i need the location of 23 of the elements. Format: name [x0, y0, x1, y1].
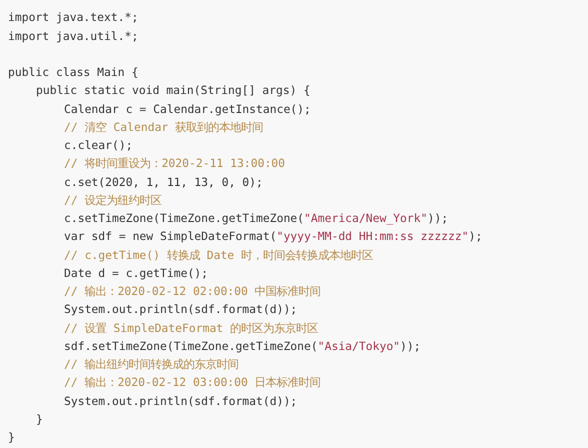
code-line: c.set(2020, 1, 11, 13, 0, 0);	[64, 174, 263, 190]
code-comment: // 输出：2020-02-12 03:00:00 日本标准时间	[64, 374, 321, 390]
code-line: System.out.println(sdf.format(d));	[64, 392, 298, 408]
code-comment: // c.getTime() 转换成 Date 时，时间会转换成本地时区	[64, 246, 374, 262]
code-line: var sdf = new SimpleDateFormat("yyyy-MM-dd HH:mm:ss zzzzzz");	[64, 228, 482, 244]
code-line: sdf.setTimeZone(TimeZone.getTimeZone("Asia/Tokyo"));	[64, 338, 421, 354]
code-line: Calendar c = Calendar.getInstance();	[64, 100, 311, 116]
code-line: public class Main {	[8, 64, 138, 80]
code-comment: // 输出：2020-02-12 02:00:00 中国标准时间	[64, 283, 321, 299]
code-line: Date d = c.getTime();	[64, 264, 208, 281]
code-line: }	[36, 410, 43, 427]
code-line: import java.util.*;	[8, 28, 138, 44]
code-line: }	[8, 429, 15, 445]
code-comment: // 设定为纽约时区	[64, 192, 162, 208]
code-line: c.clear();	[64, 137, 133, 153]
code-comment: // 输出纽约时间转换成的东京时间	[64, 356, 239, 372]
code-comment: // 设置 SimpleDateFormat 的时区为东京时区	[64, 320, 318, 336]
code-comment: // 将时间重设为：2020-2-11 13:00:00	[64, 155, 286, 172]
code-line: c.setTimeZone(TimeZone.getTimeZone("America/New_York"));	[64, 210, 448, 226]
code-comment: // 清空 Calendar 获取到的本地时间	[64, 118, 264, 135]
code-line: public static void main(String[] args) {	[36, 82, 310, 98]
code-line: System.out.println(sdf.format(d));	[64, 301, 298, 318]
code-line: import java.text.*;	[8, 9, 138, 25]
